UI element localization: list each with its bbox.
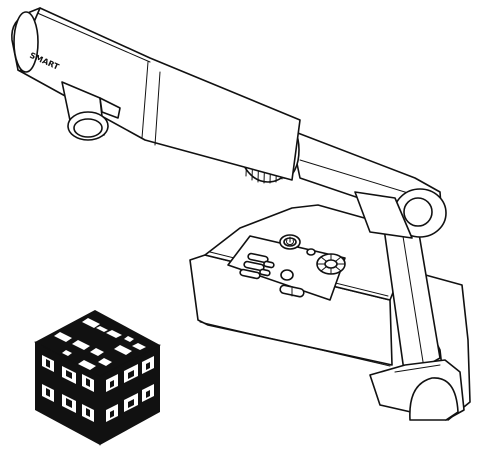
capture-button[interactable] (280, 269, 294, 281)
camera-post (369, 199, 465, 421)
document-camera-illustration: SMART (11, 7, 471, 421)
cube-top-markers (54, 318, 146, 370)
cube-left-markers (42, 355, 94, 422)
camera-lens (61, 81, 121, 141)
cube-right-markers (106, 356, 154, 422)
panel-buttons-left[interactable] (239, 252, 275, 280)
marker-cube-illustration (34, 310, 161, 446)
camera-head: SMART (11, 7, 301, 181)
status-led (306, 248, 316, 256)
camera-arm (289, 129, 447, 239)
directional-pad-icon[interactable] (316, 253, 346, 275)
control-panel (227, 234, 346, 301)
power-icon (286, 236, 294, 246)
power-button[interactable] (279, 234, 301, 250)
